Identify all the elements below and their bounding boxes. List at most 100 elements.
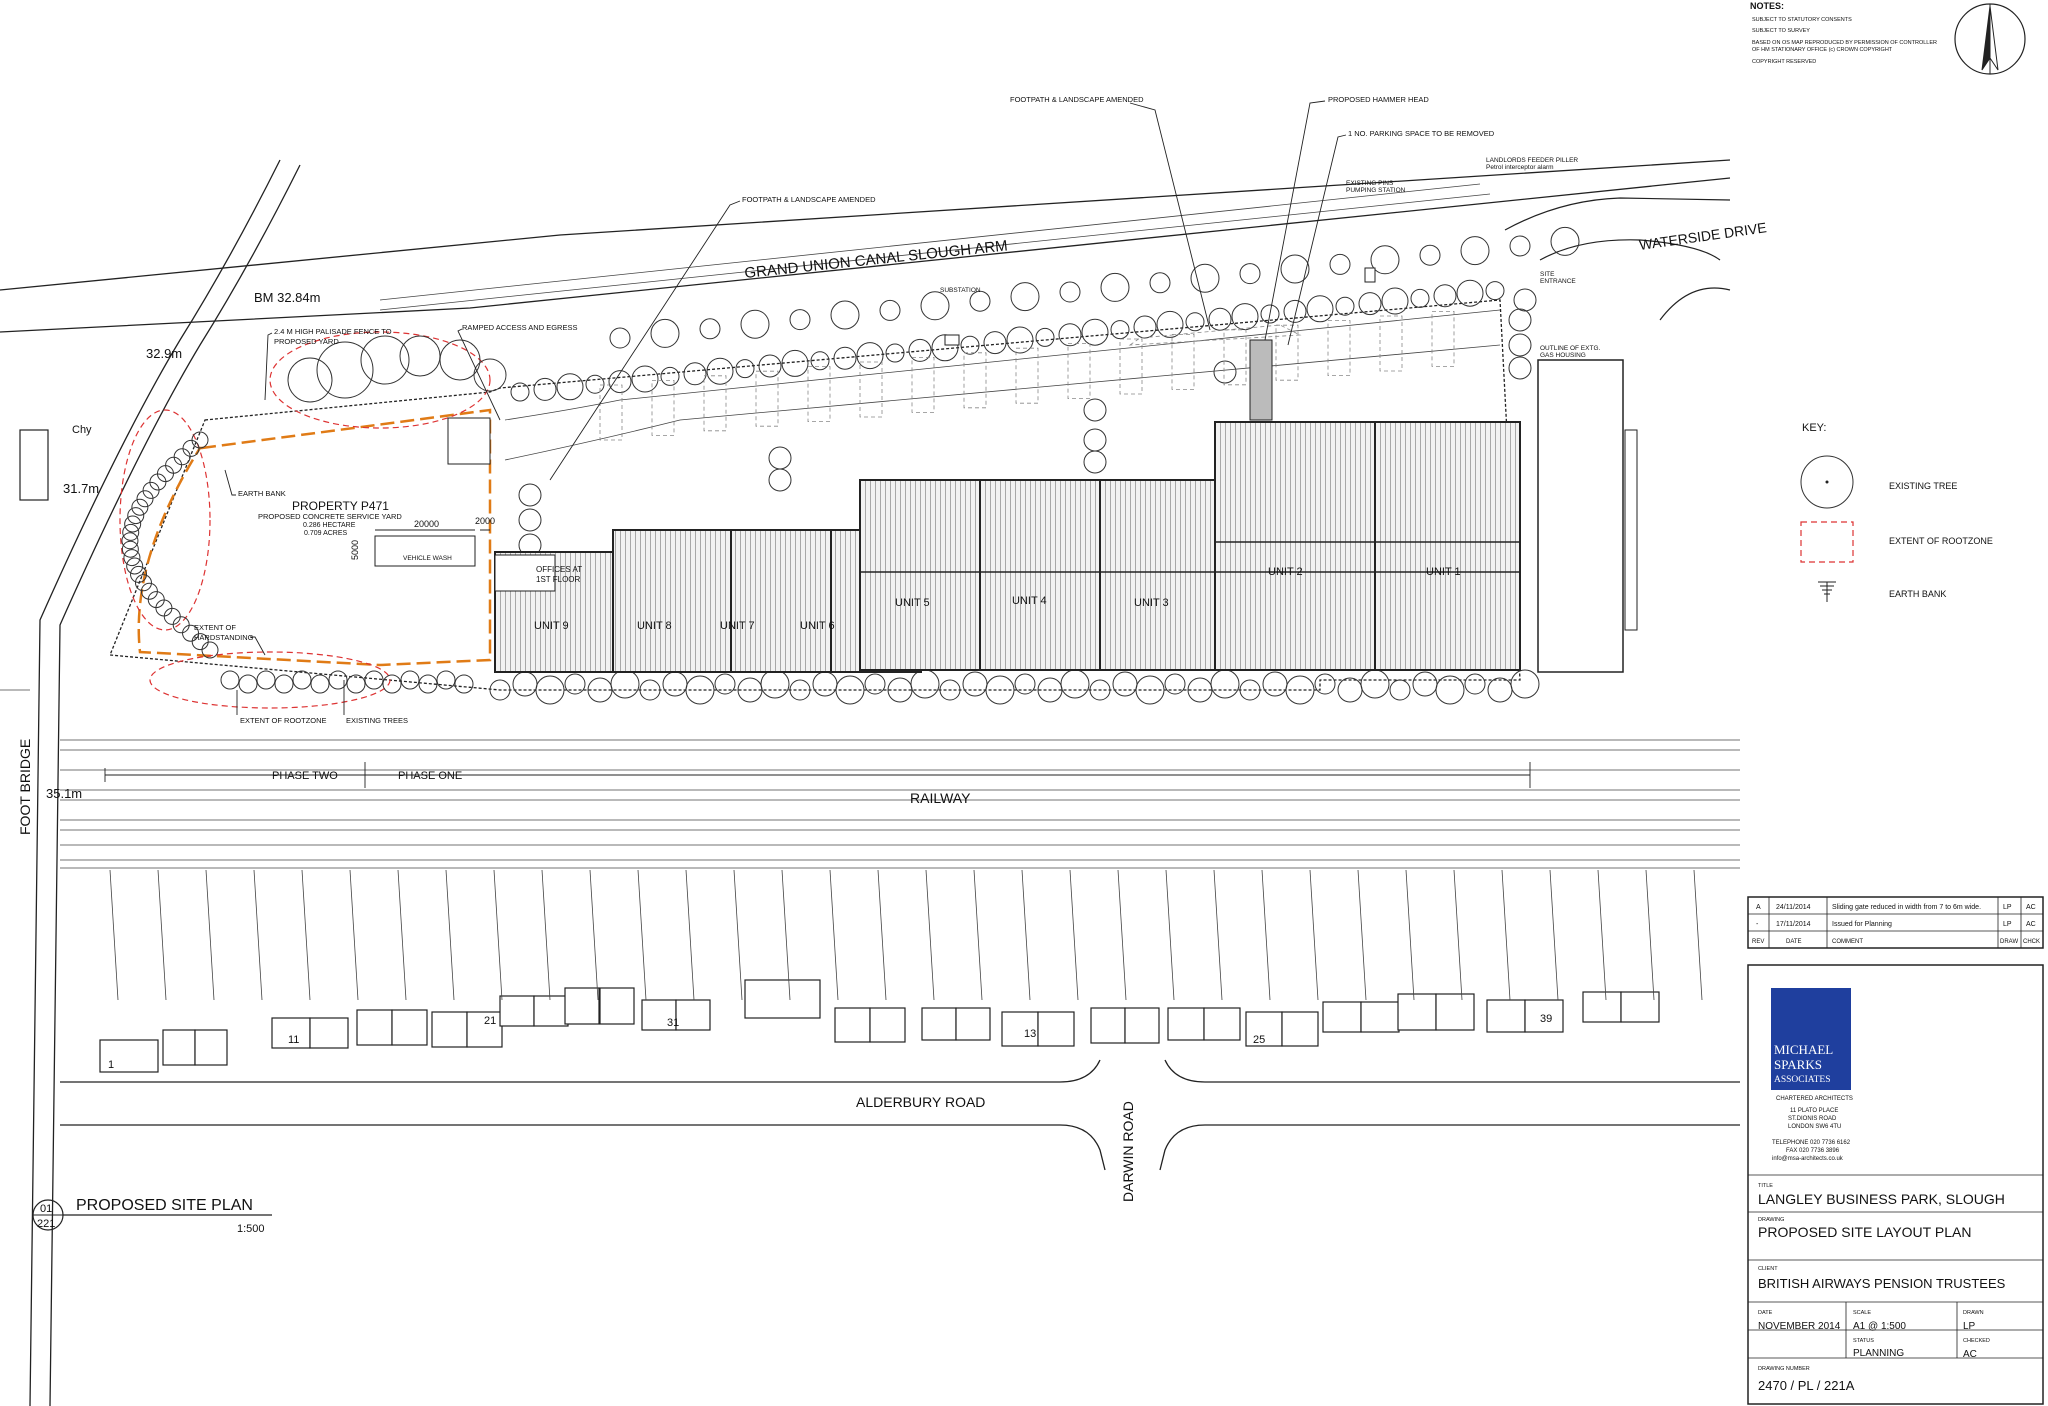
level-35-1: 35.1m [46,786,82,801]
tree-icon [639,679,661,701]
tree-icon [163,607,181,625]
note-fence-2: PROPOSED YARD [274,337,339,346]
tb-client: BRITISH AIRWAYS PENSION TRUSTEES [1758,1276,2006,1291]
tree-icon [123,549,141,567]
tree-icon [1306,295,1334,323]
tree-icon [735,359,755,379]
tree-icon [564,673,586,695]
parking-bay [1327,320,1351,377]
note-footpath-a: FOOTPATH & LANDSCAPE AMENDED [1010,95,1144,104]
tree-icon [121,540,139,558]
unit-2 [1214,421,1376,671]
annotations: FOOTPATH & LANDSCAPE AMENDED FOOTPATH & … [194,95,1495,725]
rev-date: 24/11/2014 [1776,904,1811,911]
house [1486,999,1526,1033]
house [869,1007,906,1043]
tree-icon [173,448,191,466]
house [1124,1007,1160,1044]
parking-bay [755,370,779,427]
tree-icon [662,671,688,697]
tree-icon [1156,310,1184,338]
tb-label: DRAWING [1758,1217,1784,1223]
pumping-label-2: PUMPING STATION [1346,187,1406,194]
house [1620,991,1660,1023]
house [1435,993,1475,1031]
title-block: MICHAEL SPARKS ASSOCIATES CHARTERED ARCH… [1747,964,2044,1405]
tree-icon [1329,253,1351,275]
foot-bridge-label: FOOT BRIDGE [17,739,33,835]
tree-icon [1010,282,1040,312]
rev-header: COMMENT [1832,939,1863,945]
tree-icon [1285,675,1315,705]
tree-icon [781,349,809,377]
unit-3-label: UNIT 3 [1134,597,1169,609]
tree-icon [142,481,160,499]
rev-chck: AC [2026,921,2036,928]
tree-icon [1260,304,1280,324]
tree-icon [134,574,152,592]
note-line: SUBJECT TO SURVEY [1752,28,1810,34]
offices-block [494,554,556,592]
tree-icon [1213,360,1237,384]
tree-icon [1149,272,1171,294]
dim-2000: 2000 [475,516,495,526]
rev-header: DATE [1786,939,1802,945]
tree-icon [1083,428,1107,452]
house [1167,1007,1205,1041]
tree-icon [1110,320,1130,340]
tree-icon [131,498,149,516]
tree-icon [510,382,530,402]
tb-label: STATUS [1853,1338,1874,1344]
tree-icon [328,670,348,690]
existing-trees [121,226,1580,705]
tree-icon [127,507,145,525]
tree-icon [810,351,830,371]
phase-one-label: PHASE ONE [398,770,462,782]
tree-icon [512,671,538,697]
house [1245,1011,1283,1047]
tree-icon [364,670,384,690]
tree-icon [768,468,792,492]
tree-icon [1314,673,1336,695]
house [921,1007,957,1041]
note-hardstanding-2: HARDSTANDING [194,633,254,642]
tb-drawing: PROPOSED SITE LAYOUT PLAN [1758,1224,1971,1240]
note-existing-trees: EXISTING TREES [346,716,408,725]
tree-icon [1508,333,1532,357]
drawing-num-top: 01 [40,1203,52,1215]
tree-icon [1185,312,1205,332]
tree-icon [1513,288,1537,312]
rev-draw: LP [2003,904,2012,911]
chimney-label: Chy [72,424,92,436]
tree-icon [833,346,857,370]
tree-icon [1283,299,1307,323]
tree-icon [1280,254,1310,284]
note-parking-removed: 1 NO. PARKING SPACE TO BE REMOVED [1348,129,1495,138]
parking-bay [651,379,675,436]
house-number: 31 [667,1017,679,1029]
tree-icon [1059,281,1081,303]
tb-label: DATE [1758,1310,1773,1316]
firm-address: 11 PLATO PLACE [1790,1108,1838,1114]
tree-icon [439,339,481,381]
tree-icon [789,309,811,331]
vehicle-wash-label: VEHICLE WASH [403,555,452,562]
parking-bay [859,361,883,418]
drawing-title-text: PROPOSED SITE PLAN [76,1197,253,1214]
tree-icon [714,673,736,695]
tb-checked: AC [1963,1349,1977,1360]
notes-heading: NOTES: [1750,1,1784,11]
house [194,1029,228,1066]
tree-icon [1485,281,1505,301]
tree-icon [760,669,790,699]
level-32-9: 32.9m [146,346,182,361]
parking-bay [1119,338,1143,395]
house [675,999,711,1031]
parking-bay [599,384,623,441]
site-boundary [109,299,1521,691]
tb-label: TITLE [1758,1183,1773,1189]
parking-bay [911,356,935,413]
tree-icon [310,674,330,694]
tree-icon [631,365,659,393]
